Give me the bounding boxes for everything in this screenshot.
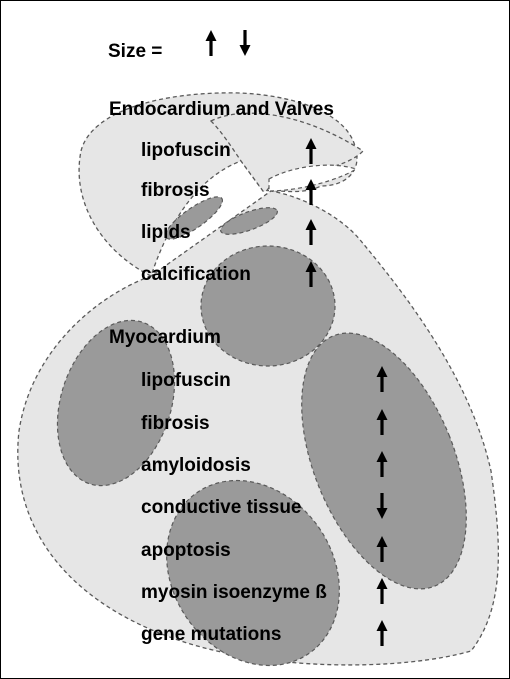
increase-arrow-icon — [304, 259, 318, 289]
myocardium-item-label: fibrosis — [141, 414, 210, 433]
myocardium-item-label: amyloidosis — [141, 456, 251, 475]
endocardium-item-label: fibrosis — [141, 181, 210, 200]
myocardium-item-label: gene mutations — [141, 625, 281, 644]
increase-arrow-icon — [204, 28, 218, 58]
increase-arrow-icon — [304, 217, 318, 247]
decrease-arrow-icon — [238, 28, 252, 58]
increase-arrow-icon — [304, 136, 318, 166]
increase-arrow-icon — [375, 534, 389, 564]
myocardium-item-label: lipofuscin — [141, 371, 231, 390]
increase-arrow-icon — [375, 407, 389, 437]
myocardium-item-label: conductive tissue — [141, 498, 302, 517]
section-heading-myocardium: Myocardium — [109, 328, 221, 347]
increase-arrow-icon — [375, 449, 389, 479]
size-legend-label: Size = — [108, 42, 162, 61]
increase-arrow-icon — [375, 364, 389, 394]
section-heading-endocardium: Endocardium and Valves — [109, 100, 334, 119]
endocardium-item-label: lipids — [141, 223, 191, 242]
increase-arrow-icon — [375, 618, 389, 648]
increase-arrow-icon — [375, 576, 389, 606]
increase-arrow-icon — [304, 177, 318, 207]
endocardium-item-label: calcification — [141, 265, 251, 284]
endocardium-item-label: lipofuscin — [141, 141, 231, 160]
decrease-arrow-icon — [375, 491, 389, 521]
myocardium-item-label: apoptosis — [141, 541, 231, 560]
myocardium-item-label: myosin isoenzyme ß — [141, 583, 327, 602]
